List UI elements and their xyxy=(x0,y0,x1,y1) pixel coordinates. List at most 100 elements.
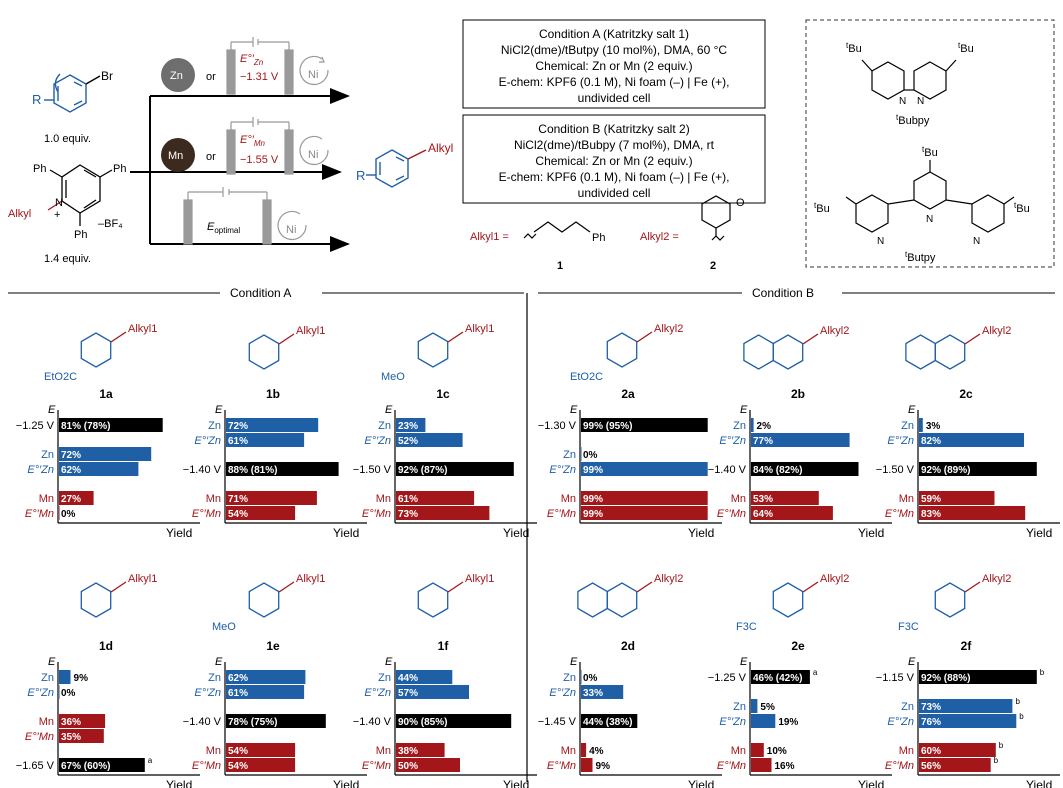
bar-category-label: Mn xyxy=(731,745,746,757)
bar-footnote: b xyxy=(999,741,1004,750)
bar-category-label: −1.50 V xyxy=(876,464,915,476)
bar-zn xyxy=(751,699,758,713)
bar-value-label: 76% xyxy=(921,717,941,728)
bar-category-label: E°′Mn xyxy=(25,508,54,520)
substrate-ring xyxy=(934,334,966,370)
bar-value-label: 2% xyxy=(757,421,772,432)
bar-category-label: Zn xyxy=(733,701,746,713)
bar-category-label: −1.40 V xyxy=(708,464,747,476)
bar-value-label: 4% xyxy=(589,746,604,757)
bar-zn xyxy=(59,685,60,699)
bar-value-label: 56% xyxy=(921,761,941,772)
bar-category-label: Mn xyxy=(39,493,54,505)
substrate-alkyl-label: Alkyl2 xyxy=(820,573,849,585)
substrate-alkyl-label: Alkyl2 xyxy=(654,573,683,585)
mn-metal-label: Mn xyxy=(168,150,183,162)
bar-category-label: Mn xyxy=(561,493,576,505)
condB-line: Chemical: Zn or Mn (2 equiv.) xyxy=(535,154,692,168)
bar-value-label: 92% (87%) xyxy=(398,465,447,476)
row2-or: or xyxy=(206,151,216,163)
alkyl2-thp-ring xyxy=(701,195,731,241)
bar-zn xyxy=(581,670,582,684)
product-r: R xyxy=(356,168,365,183)
bar-value-label: 73% xyxy=(921,702,941,713)
row2-e-label: E°′Mn xyxy=(240,134,265,148)
bar-category-label: Zn xyxy=(378,420,391,432)
bar-e xyxy=(396,714,512,728)
bar-value-label: 81% (78%) xyxy=(61,421,110,432)
section-condition-b: Condition B xyxy=(752,286,814,300)
bar-value-label: 62% xyxy=(228,673,248,684)
alkyl-bond xyxy=(110,581,127,593)
bar-footnote: b xyxy=(1040,668,1045,677)
bar-zn xyxy=(919,699,1013,713)
bar-value-label: 83% xyxy=(921,509,941,520)
bar-zn xyxy=(226,433,305,447)
bar-zn xyxy=(226,670,306,684)
bar-category-label: Mn xyxy=(899,493,914,505)
bar-category-label: −1.30 V xyxy=(538,420,577,432)
bar-category-label: Mn xyxy=(206,493,221,505)
bubpy-tbu-left: tBu xyxy=(846,41,862,55)
bar-e xyxy=(59,758,145,772)
bar-value-label: 9% xyxy=(74,673,89,684)
condA-line: NiCl2(dme)/tButpy (10 mol%), DMA, 60 °C xyxy=(501,43,728,57)
bar-value-label: 92% (88%) xyxy=(921,673,970,684)
butpy-tbu-right: tBu xyxy=(1014,201,1030,215)
substrate-ring xyxy=(934,582,966,618)
row3-e-label: Eoptimal xyxy=(207,221,240,235)
bar-mn xyxy=(59,714,106,728)
reaction-arrows xyxy=(130,88,350,252)
bar-value-label: 54% xyxy=(228,509,248,520)
zn-powder-icon xyxy=(161,58,195,92)
bar-category-label: −1.15 V xyxy=(876,672,915,684)
bar-category-label: E°′Zn xyxy=(719,716,746,728)
alkyl1-def-label: Alkyl1 = xyxy=(470,231,509,243)
alkyl-bond xyxy=(278,333,295,345)
bar-value-label: 78% (75%) xyxy=(228,717,277,728)
bar-mn xyxy=(919,758,991,772)
bar-e xyxy=(919,670,1037,684)
aryl-bromide xyxy=(44,73,101,113)
cell-zn-icon xyxy=(226,37,329,95)
condA-line: undivided cell xyxy=(578,91,651,105)
bar-category-label: −1.50 V xyxy=(353,464,392,476)
compound-id: 1d xyxy=(99,639,113,653)
bar-category-label: Mn xyxy=(206,745,221,757)
bar-value-label: 99% xyxy=(583,494,603,505)
bar-mn xyxy=(581,758,593,772)
bar-zn xyxy=(59,670,71,684)
bar-mn xyxy=(919,506,1026,520)
row2-e-value: −1.55 V xyxy=(240,154,279,166)
bar-e xyxy=(226,462,339,476)
axis-yield-label: Yield xyxy=(166,526,192,540)
bar-zn xyxy=(396,685,469,699)
alkyl-bond xyxy=(964,333,981,345)
bar-value-label: 9% xyxy=(596,761,611,772)
bar-category-label: −1.40 V xyxy=(183,464,222,476)
axis-yield-label: Yield xyxy=(858,526,884,540)
compound-id: 1f xyxy=(438,639,450,653)
alkyl-bond xyxy=(964,581,981,593)
bar-category-label: E°′Zn xyxy=(887,716,914,728)
bar-category-label: Zn xyxy=(733,420,746,432)
bar-value-label: 90% (85%) xyxy=(398,717,447,728)
axis-yield-label: Yield xyxy=(503,526,529,540)
alkyl-bond xyxy=(636,581,653,593)
condition-a-text: Condition A (Katritzky salt 1)NiCl2(dme)… xyxy=(499,27,730,105)
axis-yield-label: Yield xyxy=(166,778,192,788)
bar-mn xyxy=(581,506,708,520)
bar-value-label: 0% xyxy=(583,450,598,461)
butpy-n-3: N xyxy=(973,236,980,247)
bar-mn xyxy=(396,743,445,757)
salt-equiv: 1.4 equiv. xyxy=(44,253,91,265)
condB-line: Condition B (Katritzky salt 2) xyxy=(538,122,689,136)
bar-category-label: E°′Zn xyxy=(549,464,576,476)
condition-a-box xyxy=(462,19,766,109)
bar-mn xyxy=(581,743,587,757)
bar-zn xyxy=(396,433,463,447)
